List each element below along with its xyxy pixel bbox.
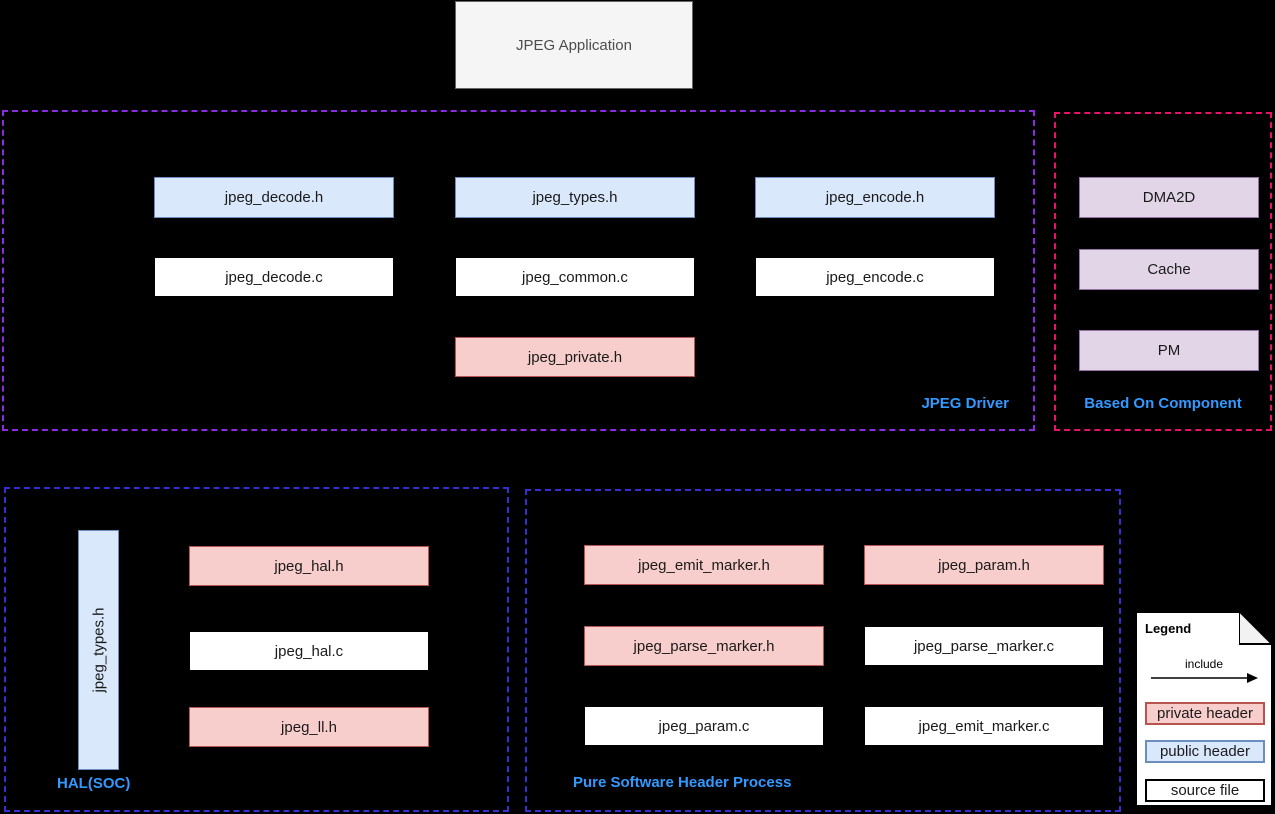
file-box-jpeg-hal-h: jpeg_hal.h bbox=[189, 546, 429, 586]
file-box-jpeg-types-h-vertical-label: jpeg_types.h bbox=[90, 607, 107, 693]
legend-include-label: include bbox=[1184, 657, 1224, 671]
legend-source-file-chip: source file bbox=[1145, 779, 1265, 802]
file-box-jpeg-decode-h: jpeg_decode.h bbox=[154, 177, 394, 218]
file-box-jpeg-encode-c: jpeg_encode.c bbox=[755, 257, 995, 297]
folded-corner-icon bbox=[1239, 611, 1273, 645]
file-box-jpeg-hal-c: jpeg_hal.c bbox=[189, 631, 429, 671]
hal-soc-container: HAL(SOC) bbox=[4, 487, 509, 812]
legend-private-header-chip: private header bbox=[1145, 702, 1265, 725]
file-box-jpeg-encode-h: jpeg_encode.h bbox=[755, 177, 995, 218]
file-box-jpeg-types-h-vertical: jpeg_types.h bbox=[78, 530, 119, 770]
hal-soc-label: HAL(SOC) bbox=[57, 775, 131, 792]
component-box-dma2d: DMA2D bbox=[1079, 177, 1259, 218]
legend-title: Legend bbox=[1145, 621, 1192, 636]
based-on-component-container: Based On Component bbox=[1054, 112, 1272, 431]
legend-public-header-chip: public header bbox=[1145, 740, 1265, 763]
pure-software-header-label: Pure Software Header Process bbox=[573, 774, 792, 791]
file-box-jpeg-parse-marker-c: jpeg_parse_marker.c bbox=[864, 626, 1104, 666]
file-box-jpeg-emit-marker-h: jpeg_emit_marker.h bbox=[584, 545, 824, 585]
legend-panel: Legend include private header public hea… bbox=[1135, 611, 1273, 807]
file-box-jpeg-common-c: jpeg_common.c bbox=[455, 257, 695, 297]
file-box-jpeg-param-h: jpeg_param.h bbox=[864, 545, 1104, 585]
file-box-jpeg-private-h: jpeg_private.h bbox=[455, 337, 695, 377]
file-box-jpeg-types-h: jpeg_types.h bbox=[455, 177, 695, 218]
file-box-jpeg-decode-c: jpeg_decode.c bbox=[154, 257, 394, 297]
file-box-jpeg-ll-h: jpeg_ll.h bbox=[189, 707, 429, 747]
pure-software-header-container: Pure Software Header Process bbox=[525, 489, 1121, 812]
file-box-jpeg-parse-marker-h: jpeg_parse_marker.h bbox=[584, 626, 824, 666]
jpeg-application-box: JPEG Application bbox=[455, 1, 693, 89]
component-box-pm: PM bbox=[1079, 330, 1259, 371]
jpeg-driver-container: JPEG Driver bbox=[2, 110, 1035, 431]
file-box-jpeg-emit-marker-c: jpeg_emit_marker.c bbox=[864, 706, 1104, 746]
jpeg-driver-label: JPEG Driver bbox=[921, 395, 1009, 412]
based-on-component-label: Based On Component bbox=[1084, 395, 1242, 412]
file-box-jpeg-param-c: jpeg_param.c bbox=[584, 706, 824, 746]
component-box-cache: Cache bbox=[1079, 249, 1259, 290]
include-arrow-icon bbox=[1151, 673, 1258, 683]
